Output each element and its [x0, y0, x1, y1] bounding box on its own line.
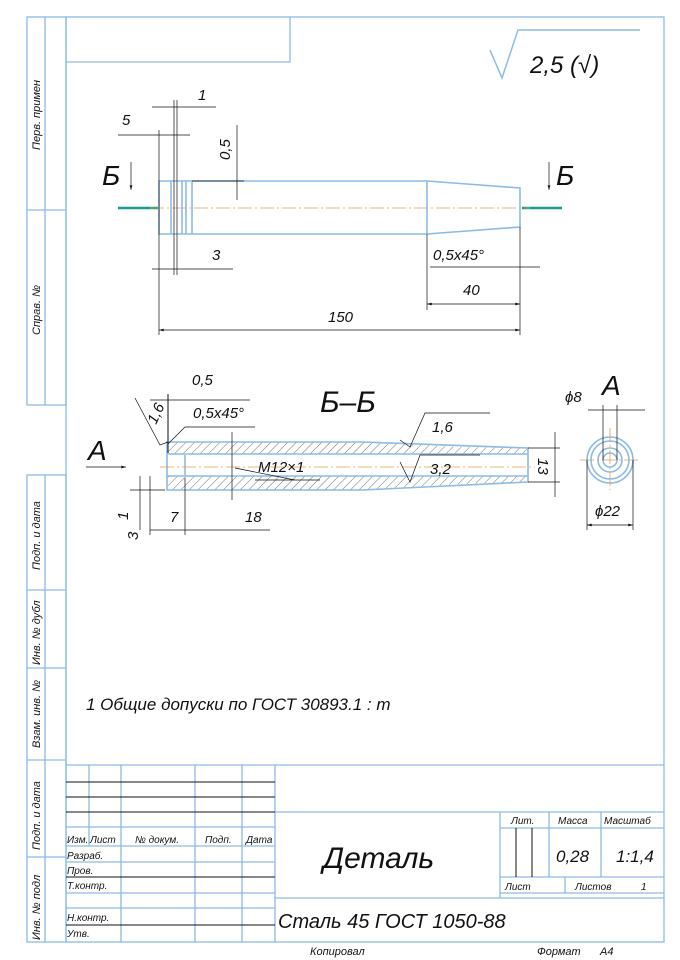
view-a-title: А [600, 370, 621, 401]
roughness-inner: 3,2 [430, 461, 452, 478]
roughness-symbol-icon [489, 29, 640, 81]
general-note: 1 Общие допуски по ГОСТ 30893.1 : m [86, 695, 391, 714]
dim-18: 18 [245, 509, 262, 526]
header-izm: Изм. [67, 835, 88, 846]
dim-chamfer: 0,5x45° [193, 405, 244, 422]
dim-d8: ϕ8 [565, 389, 582, 406]
strip-label: Справ. № [31, 285, 43, 335]
role-norm-control: Н.контр. [67, 913, 109, 924]
sheet-frame [26, 16, 665, 943]
section-title: Б–Б [320, 386, 376, 419]
dim-3: 3 [212, 247, 221, 264]
scale-label: Масштаб [604, 815, 651, 827]
dim-chamfer: 0,5x45° [433, 247, 484, 264]
roughness-outer: 1,6 [432, 419, 454, 436]
strip-label: Перв. примен [31, 80, 43, 150]
dim-150: 150 [328, 309, 354, 326]
sheets-label: Листов [574, 882, 611, 893]
header-date: Дата [245, 835, 273, 846]
dim-0-5: 0,5 [217, 138, 234, 160]
roughness-value: 2,5 (√) [529, 52, 599, 79]
part-name: Деталь [320, 842, 434, 875]
dim-40: 40 [463, 282, 480, 299]
dim-13: 13 [534, 458, 551, 475]
strip-label: Инв. № дубл [31, 600, 43, 665]
format-value: А4 [599, 946, 613, 958]
role-developer: Разраб. [67, 850, 103, 862]
dim-5: 5 [122, 112, 131, 129]
header-sign: Подп. [205, 835, 232, 846]
header-doc: № докум. [135, 835, 179, 846]
copied-label: Копировал [310, 946, 365, 958]
scale-value: 1:1,4 [616, 847, 654, 866]
dim-d22: ϕ22 [595, 503, 621, 520]
mass-label: Масса [558, 816, 588, 827]
title-block: Изм. Лист № докум. Подп. Дата Разраб. Пр… [66, 764, 664, 958]
mass-value: 0,28 [556, 847, 590, 866]
section-mark-right: Б [556, 160, 574, 191]
general-roughness: 2,5 (√) [489, 29, 640, 81]
dim-0-5: 0,5 [192, 372, 214, 389]
sheet-label: Лист [504, 882, 531, 893]
role-tech-control: Т.контр. [67, 881, 107, 892]
sheets-count: 1 [641, 882, 647, 893]
side-strip-labels: Перв. примен Справ. № Подп. и дата Инв. … [31, 80, 43, 940]
format-label: Формат [537, 946, 581, 958]
strip-label: Инв. № подл [31, 875, 43, 940]
dim-1: 1 [115, 512, 132, 520]
strip-label: Подп. и дата [31, 781, 43, 850]
section-view: Б–Б А 0,5 1,6 0,5x45° M12×1 1,6 3,2 13 1… [86, 372, 560, 540]
dim-1: 1 [198, 87, 206, 104]
section-mark-left: Б [102, 160, 120, 191]
role-checker: Пров. [67, 866, 93, 877]
view-mark-a: А [86, 435, 107, 466]
lit-label: Лит. [510, 816, 534, 827]
strip-label: Подп. и дата [31, 501, 43, 570]
dim-7: 7 [170, 509, 179, 526]
role-approved: Утв. [66, 929, 90, 940]
thread-label: M12×1 [258, 459, 304, 476]
header-list: Лист [89, 835, 116, 846]
top-view: Б Б 1 5 0,5 3 0,5x45° 40 150 [102, 87, 574, 335]
dim-3: 3 [125, 531, 142, 540]
material: Сталь 45 ГОСТ 1050-88 [278, 911, 506, 933]
strip-label: Взам. инв. № [31, 680, 43, 748]
view-a: А ϕ8 ϕ22 [565, 370, 645, 530]
